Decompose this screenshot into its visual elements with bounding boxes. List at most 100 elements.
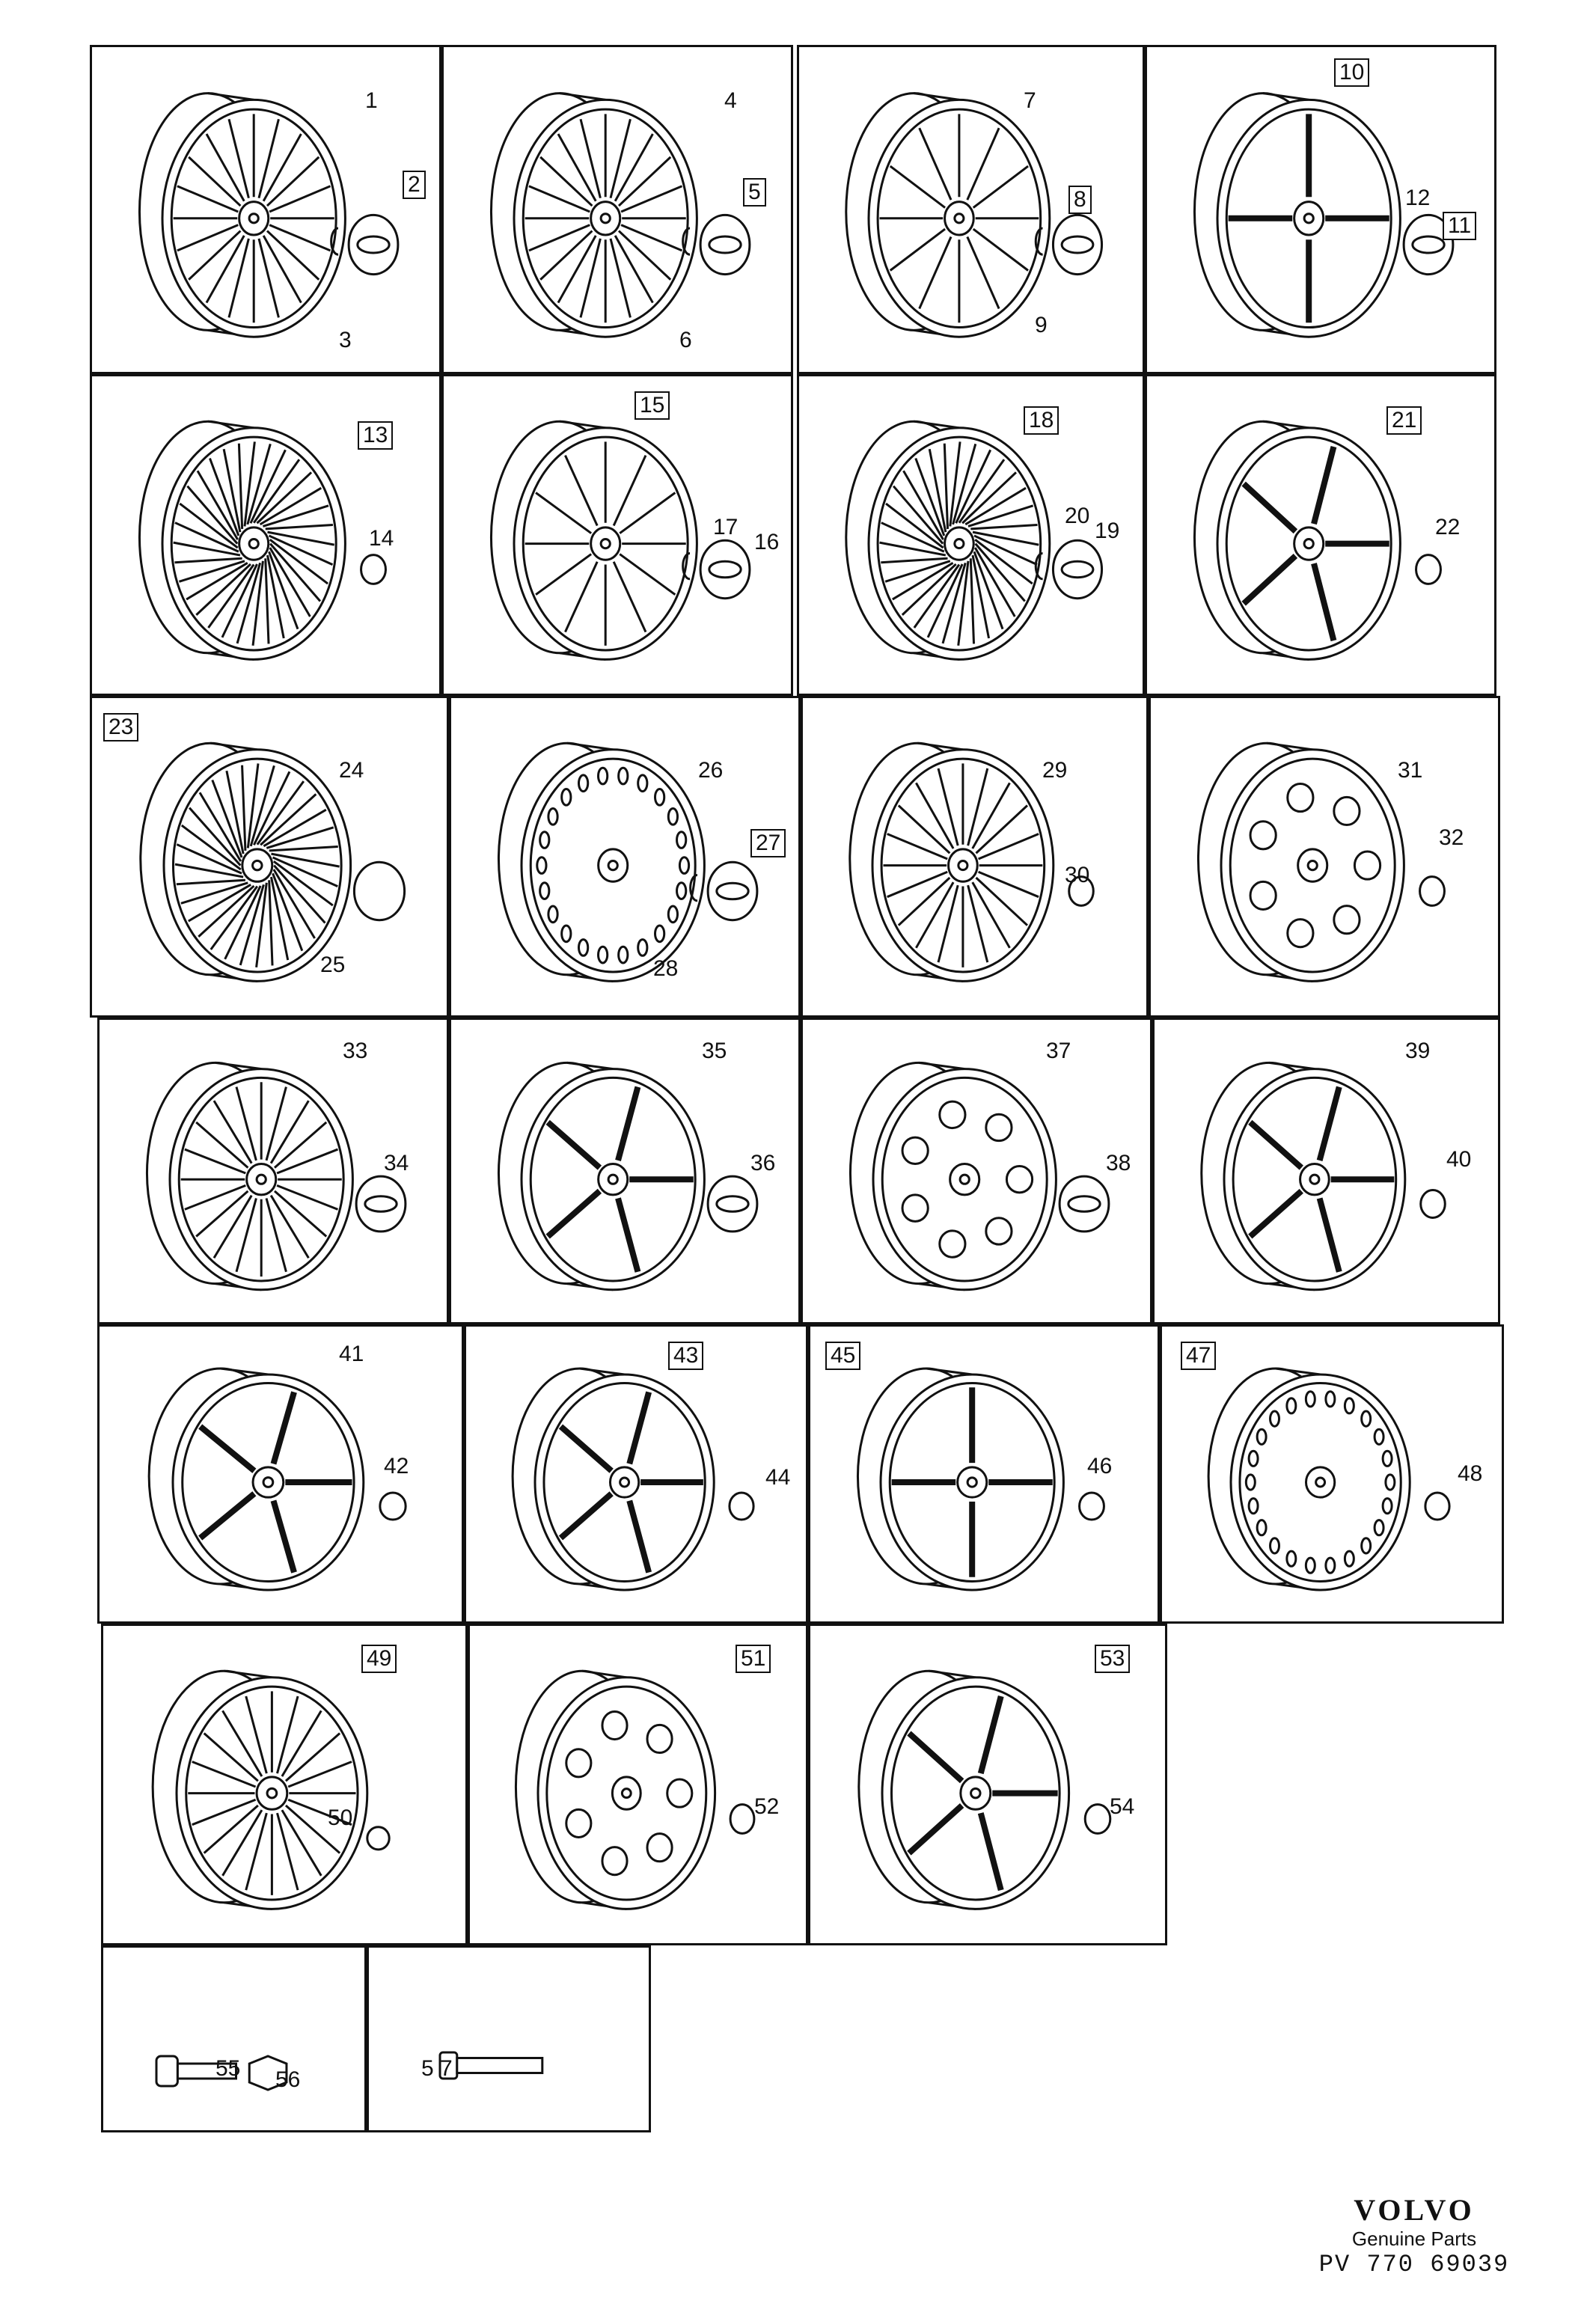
wheel-spoke [879, 541, 947, 557]
center-bore [1303, 212, 1315, 224]
rim-lip [876, 435, 1042, 652]
cap-emblem [1060, 235, 1095, 254]
wheel-spoke [195, 1190, 249, 1238]
center-bore [620, 1788, 632, 1799]
rim-slot [1360, 1410, 1372, 1428]
accessory-drawing [682, 539, 751, 600]
wheel-spoke [897, 876, 951, 926]
wheel-spoke [615, 1197, 641, 1273]
rim-slot [901, 1136, 929, 1165]
wheel-spoke [535, 492, 593, 534]
wheel-spoke [207, 563, 255, 629]
wheel-spoke [196, 470, 239, 540]
accessory-drawing [689, 860, 759, 922]
wheel-drawing [1207, 1367, 1411, 1591]
wheel-hub [949, 1163, 981, 1196]
center-bore [958, 1173, 970, 1185]
rim-slot [1249, 880, 1277, 911]
part-number-boxed: 5 [743, 178, 766, 207]
wheel-nut [1424, 1491, 1451, 1521]
cap-emblem [364, 1195, 398, 1213]
part-number-label: 40 [1446, 1147, 1472, 1172]
center-bore [1315, 1476, 1327, 1488]
rim-edge-top [1266, 741, 1313, 751]
accessory-drawing [352, 860, 406, 922]
rim-slot [577, 774, 590, 793]
wheel-spoke [266, 554, 285, 639]
wheel-spoke [612, 561, 647, 633]
wheel-hub [944, 201, 975, 236]
part-number-label: 17 [713, 515, 739, 539]
wheel-spoke [253, 771, 291, 845]
wheel-spoke [237, 443, 244, 529]
wheel-spoke [287, 1761, 352, 1788]
rim-front [536, 1676, 717, 1910]
rim-slot [1247, 1497, 1259, 1515]
center-bore [262, 1476, 275, 1488]
wheel-spoke [205, 235, 245, 304]
rim-front [171, 1373, 365, 1591]
wheel-spoke [276, 1695, 299, 1774]
wheel-spoke [957, 560, 970, 646]
rim-lip [171, 757, 343, 973]
part-number-boxed: 18 [1024, 406, 1060, 435]
rim-front [1220, 748, 1405, 982]
wheel-spoke [180, 824, 242, 871]
accessory-drawing [355, 1175, 407, 1233]
part-number-label: 42 [384, 1454, 409, 1479]
rim-slot [1384, 1473, 1396, 1491]
rim-lip [542, 1382, 706, 1583]
part-number-boxed: 47 [1181, 1342, 1217, 1370]
wheel-hub [1299, 1163, 1330, 1196]
rim-slot [1256, 1519, 1268, 1537]
rim-front [161, 426, 346, 661]
rim-lip [522, 435, 689, 652]
rim-edge-top [220, 1367, 269, 1376]
wheel-spoke [977, 1812, 1004, 1892]
wheel-spoke [263, 808, 327, 848]
cell-illustration [145, 1061, 407, 1291]
wheel-drawing [489, 420, 698, 661]
wheel-spoke [907, 1731, 964, 1784]
wheel-hub [590, 526, 622, 561]
wheel-spoke [941, 562, 967, 644]
cell-illustration [497, 1061, 759, 1291]
wheel-spoke [276, 1812, 299, 1891]
wheel-spoke [256, 471, 313, 525]
wheel-spoke [558, 1491, 614, 1541]
center-bore [248, 212, 260, 224]
part-number-label: 54 [1110, 1794, 1135, 1819]
wheel-spoke [269, 845, 338, 852]
part-number-label: 14 [369, 526, 394, 551]
wheel-spoke [1248, 1119, 1303, 1170]
wheel-hub [944, 526, 975, 561]
wheel-spoke [971, 881, 1011, 949]
wheel-spoke [892, 485, 944, 545]
rim-slot [1360, 1537, 1372, 1555]
rim-front [520, 748, 706, 982]
rim-edge-top [224, 1669, 272, 1679]
rim-slot [539, 831, 551, 849]
cell-illustration [497, 741, 759, 982]
wheel-hub [611, 1776, 642, 1811]
wheel-drawing [151, 1669, 369, 1910]
rim-slot [676, 881, 688, 900]
wheel-spoke [902, 470, 944, 540]
wheel-spoke [188, 156, 242, 207]
wheel-spoke [174, 863, 244, 878]
wheel-hub [947, 848, 979, 883]
rim-slot [985, 1217, 1013, 1246]
part-number-label: 56 [275, 2067, 301, 2092]
wheel-spoke [579, 238, 602, 318]
wheel-spoke [892, 562, 954, 601]
wheel-drawing [848, 741, 1055, 982]
wheel-spoke [265, 1086, 287, 1161]
wheel-spoke [889, 227, 946, 272]
